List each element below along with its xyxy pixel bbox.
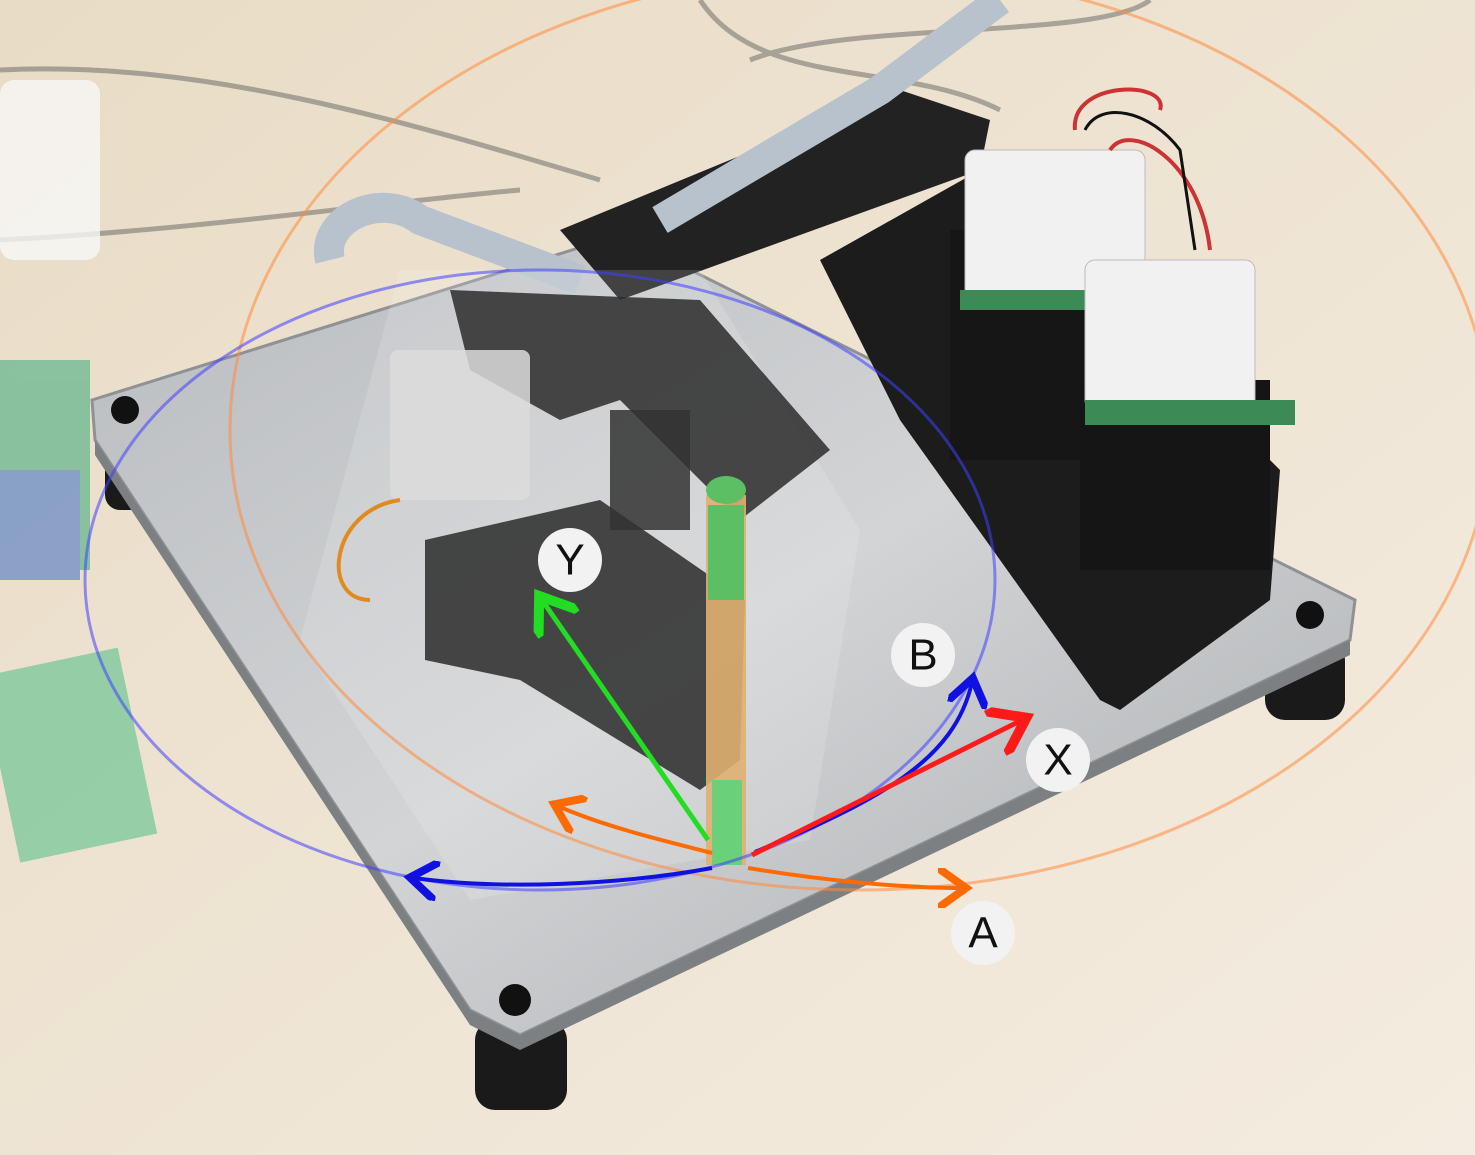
a-axis-label: A (951, 901, 1015, 965)
b-axis-label: B (891, 623, 955, 687)
x-label-text: X (1043, 736, 1072, 785)
y-label-text: Y (555, 536, 584, 585)
circuit-boards (0, 360, 158, 863)
a-rotation-arrow-left (558, 806, 713, 855)
a-label-text: A (968, 909, 998, 958)
x-axis-label: X (1026, 728, 1090, 792)
stepper-driver-boards (960, 87, 1295, 425)
pen-icon (706, 476, 746, 865)
y-axis-label: Y (538, 528, 602, 592)
white-box (0, 80, 100, 260)
b-label-text: B (908, 631, 937, 680)
a-rotation-arrow-right (747, 866, 962, 888)
ribbon-cable-icon (314, 0, 1009, 295)
mounting-holes (111, 396, 1324, 1016)
b-rotation-arrow-left (414, 868, 713, 885)
y-axis-arrow (542, 600, 711, 842)
x-axis-arrow (750, 720, 1022, 858)
a-rotation-orbit (228, 0, 1475, 892)
b-rotation-orbit (83, 268, 997, 892)
pen-carriage (336, 290, 830, 790)
